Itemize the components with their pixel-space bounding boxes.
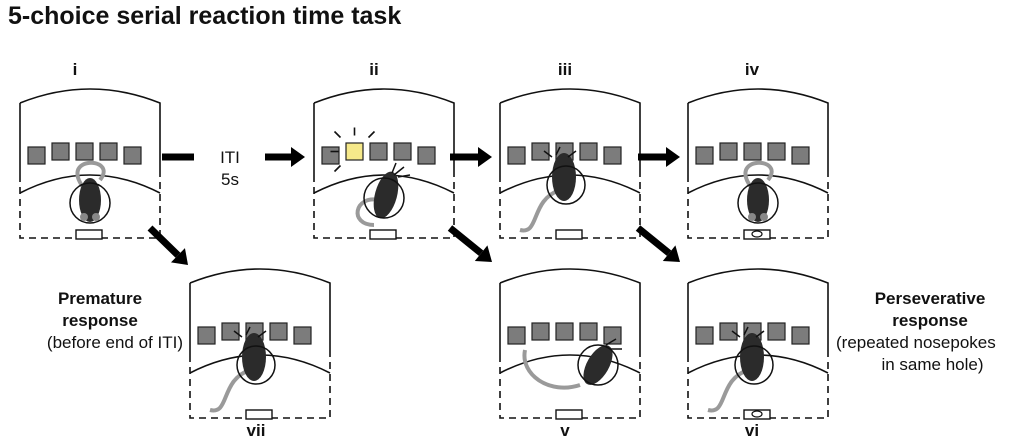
nosepoke-hole: [507, 146, 526, 165]
nosepoke-hole: [99, 142, 118, 161]
food-tray: [743, 409, 771, 420]
chamber-vii: [189, 268, 331, 420]
nosepoke-hole: [767, 322, 786, 341]
perseverative-heading: Perseverative: [874, 289, 986, 308]
rat-poking: [209, 326, 276, 413]
arrow-i-to-ii: [265, 147, 305, 167]
nosepoke-hole: [51, 142, 70, 161]
nosepoke-hole: [293, 326, 312, 345]
chamber-v: [499, 268, 641, 420]
nosepoke-hole: [603, 146, 622, 165]
panel-label-vi: vi: [744, 421, 760, 440]
food-tray: [743, 229, 771, 240]
food-tray: [555, 409, 583, 420]
food-tray: [369, 229, 397, 240]
chamber-iii: [499, 88, 641, 240]
nosepoke-hole: [555, 322, 574, 341]
nosepoke-hole: [719, 322, 738, 341]
rat-turning: [355, 162, 411, 227]
rat-poking: [707, 326, 774, 413]
nosepoke-hole: [27, 146, 46, 165]
pellet: [751, 230, 763, 238]
iti-label: ITI: [220, 148, 240, 167]
pellet: [751, 410, 763, 418]
rat-center-back: [69, 160, 111, 224]
nosepoke-hole: [719, 142, 738, 161]
premature-note: (before end of ITI): [46, 333, 183, 352]
nosepoke-hole: [791, 146, 810, 165]
panel-label-iv: iv: [744, 60, 760, 79]
page-title: 5-choice serial reaction time task: [8, 2, 402, 30]
nosepoke-hole: [579, 142, 598, 161]
nosepoke-hole: [695, 146, 714, 165]
iti-duration: 5s: [221, 170, 239, 189]
chamber-i: [19, 88, 161, 240]
lit-nosepoke-hole: [345, 142, 364, 161]
premature-heading: Premature: [57, 289, 143, 308]
nosepoke-hole: [393, 142, 412, 161]
nosepoke-hole: [507, 326, 526, 345]
food-tray: [555, 229, 583, 240]
nosepoke-hole: [531, 322, 550, 341]
arrow-ii-to-v: [447, 225, 492, 262]
panel-label-ii: ii: [369, 60, 379, 79]
rat-side: [522, 338, 622, 390]
food-tray: [245, 409, 273, 420]
nosepoke-hole: [531, 142, 550, 161]
nosepoke-hole: [269, 322, 288, 341]
arrow-iii-to-iv: [638, 147, 680, 167]
panel-label-v: v: [560, 421, 570, 440]
premature-heading-2: response: [62, 311, 138, 330]
nosepoke-hole: [123, 146, 142, 165]
nosepoke-hole: [321, 146, 340, 165]
nosepoke-hole: [695, 326, 714, 345]
panel-label-vii: vii: [246, 421, 266, 440]
perseverative-heading-2: response: [892, 311, 968, 330]
nosepoke-hole: [75, 142, 94, 161]
arrow-iii-to-vi: [635, 225, 680, 262]
nosepoke-hole: [369, 142, 388, 161]
arrow-ii-to-iii: [450, 147, 492, 167]
nosepoke-hole: [197, 326, 216, 345]
panel-label-iii: iii: [557, 60, 573, 79]
nosepoke-hole: [579, 322, 598, 341]
perseverative-note-2: in same hole): [881, 355, 984, 374]
chamber-ii: [313, 88, 455, 240]
nosepoke-hole: [767, 142, 786, 161]
chamber-iv: [687, 88, 829, 240]
nosepoke-hole: [221, 322, 240, 341]
perseverative-note: (repeated nosepokes: [836, 333, 996, 352]
rat-center-back: [737, 160, 779, 224]
panel-label-i: i: [72, 60, 78, 79]
nosepoke-hole: [603, 326, 622, 345]
nosepoke-hole: [743, 142, 762, 161]
arrow-i-to-vii: [147, 225, 188, 265]
rat-poking: [519, 146, 586, 233]
nosepoke-hole: [417, 146, 436, 165]
food-tray: [75, 229, 103, 240]
nosepoke-hole: [791, 326, 810, 345]
chamber-vi: [687, 268, 829, 420]
